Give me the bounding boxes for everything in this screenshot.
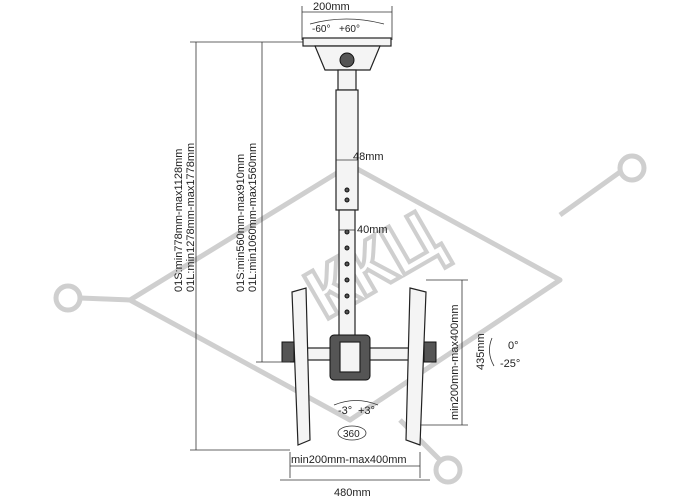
tilt-down-label: -25°: [500, 358, 520, 370]
left-rail: [281, 287, 311, 446]
arm-height-dimension: 435mm: [475, 333, 487, 370]
right-rail: [405, 287, 437, 446]
level-adjust-indicator: -3° +3°: [333, 400, 379, 417]
rotation-indicator: 360: [337, 425, 367, 441]
vesa-horizontal-dimension: min200mm-max400mm: [289, 452, 421, 478]
swivel-right-label: +60°: [339, 24, 360, 35]
total-height-l-label: 01L:min1278mm-max1778mm: [185, 143, 197, 292]
rotation-label: 360: [343, 429, 360, 440]
vesa-vertical-label: min200mm-max400mm: [449, 304, 461, 420]
ceiling-plate: [302, 37, 392, 91]
level-right-label: +3°: [358, 405, 375, 417]
inner-pole-diameter: 40mm: [339, 224, 388, 236]
swivel-indicator: -60° +60°: [309, 18, 385, 35]
tilt-up-label: 0°: [508, 340, 519, 352]
inner-pole: [338, 209, 356, 339]
tilt-indicator: 0° -25°: [489, 337, 520, 370]
watermark-text: ККЦ: [292, 195, 454, 335]
arm-height-label: 435mm: [475, 333, 487, 370]
swivel-left-label: -60°: [312, 24, 330, 35]
pole-height-dimension: 01S:min560mm-max910mm 01L:min1060mm-max1…: [235, 42, 290, 363]
top-plate-width-label: 200mm: [313, 1, 350, 13]
pole-height-l-label: 01L:min1060mm-max1560mm: [247, 143, 259, 292]
vesa-vertical-dimension: min200mm-max400mm: [420, 279, 468, 426]
level-left-label: -3°: [338, 405, 352, 417]
overall-width-label: 480mm: [334, 487, 371, 499]
pole-height-s-label: 01S:min560mm-max910mm: [235, 154, 247, 292]
total-height-dimension: 01S:min778mm-max1128mm 01L:min1278mm-max…: [173, 41, 303, 451]
outer-pole-diameter-label: 48mm: [353, 151, 384, 163]
top-plate-dimension: 200mm: [301, 1, 393, 40]
overall-width-dimension: 480mm: [280, 479, 430, 499]
total-height-s-label: 01S:min778mm-max1128mm: [173, 149, 185, 292]
inner-pole-diameter-label: 40mm: [357, 224, 388, 236]
outer-pole: [335, 89, 359, 211]
vesa-horizontal-label: min200mm-max400mm: [291, 454, 407, 466]
crossbar: [289, 334, 423, 381]
outer-pole-diameter: 48mm: [336, 151, 384, 163]
